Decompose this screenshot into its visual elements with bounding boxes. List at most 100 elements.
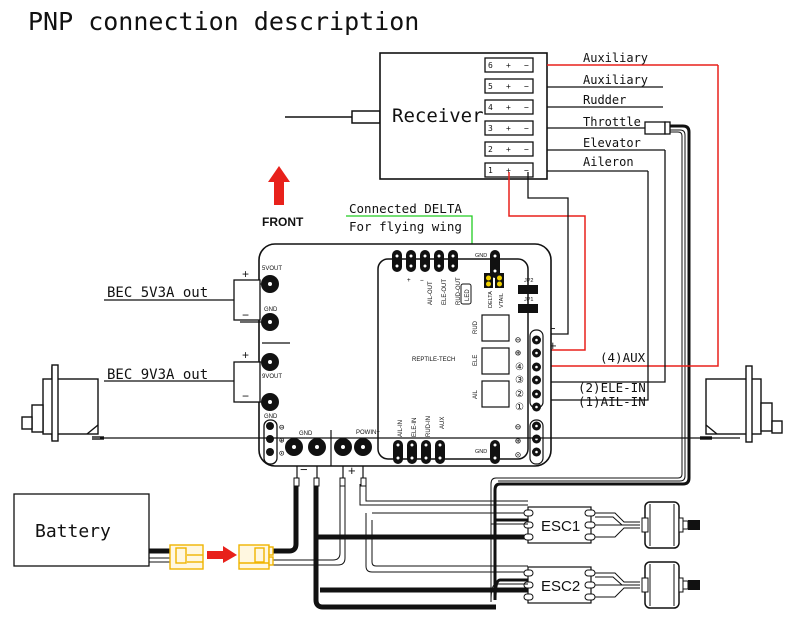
label-5vout: 5VOUT [262,266,282,272]
label-jp2: JP2 [524,278,533,284]
throttle-cable [490,124,691,602]
esc-2: ESC2 [523,566,640,604]
bottom-pin-0[interactable] [393,440,403,464]
board-brand: REPTILE-TECH [412,357,455,363]
receiver-port-2[interactable]: 2 + − [484,141,534,157]
aileron-signal-wire [532,171,649,401]
receiver-box [379,52,548,180]
gyro-ail [481,380,510,408]
aux-signal-wire [532,65,719,367]
top-pin-minus: − [420,277,424,284]
port-minus: − [524,145,529,154]
label-gnd-bottom: GND [475,449,487,455]
top-pin-3[interactable] [434,250,444,272]
right-symbol-signal-b: ⊙ [515,450,521,461]
right-symbol-plus-b: ⊕ [515,436,521,447]
port-number: 6 [488,61,493,70]
port-plus: + [506,103,511,112]
pad-powin-b-hole [361,445,365,449]
left-header-minus: ⊖ [279,423,284,433]
gyro-rud [481,314,510,342]
label-rud-in: RUD-IN [426,416,432,437]
bottom-pin-2[interactable] [421,440,431,464]
power-wiring: − + [273,462,528,610]
esc-body [527,506,592,544]
right-symbol-0: ⊖ [515,335,521,346]
label-aux: AUX [440,417,446,429]
label-delta: DELTA [488,291,494,308]
right-symbol-minus-b: ⊖ [515,422,521,433]
pad-gnd-2-hole [268,400,272,404]
gyro-ele-label: ELE [473,355,479,366]
bec-outputs: BEC 5V3A out + − BEC 9V3A out + − [104,267,261,403]
label-ail-out: AIL-OUT [428,281,434,305]
receiver-port-4[interactable]: 4+− [484,99,534,115]
input-label-aux: (4)AUX [600,350,646,365]
label-gnd-3: GND [299,431,313,437]
battery: Battery [13,493,274,570]
receiver-port-5[interactable]: 5+− [484,78,534,94]
pad-gnd-a-hole [292,445,296,449]
left-header-signal: ⊙ [279,449,284,459]
gyro-ail-label: AIL [473,389,479,399]
jp2-header[interactable] [518,285,538,294]
bottom-pin-1[interactable] [407,440,417,464]
esc-1: ESC1 [523,506,640,544]
port-minus: − [524,61,529,70]
rx-plus-sign: + [549,338,557,353]
top-pin-4[interactable] [448,250,458,272]
port-number: 5 [488,82,493,91]
receiver-port-3[interactable]: 3+− [484,120,534,136]
bottom-pin-3[interactable] [435,440,445,464]
bec5-minus: − [242,308,249,322]
right-symbol-5: ① [515,402,524,413]
port-plus: + [506,124,511,133]
battery-label: Battery [35,521,111,542]
status-led [460,283,472,305]
right-symbol-1: ⊕ [515,348,521,359]
top-pin-1[interactable] [406,250,416,272]
page-title: PNP connection description [28,7,419,36]
pad-9vout-hole [268,360,272,364]
servo-left [21,364,104,442]
port-minus: − [524,166,529,175]
antenna-plug [351,110,381,124]
battery-box [13,493,150,567]
port-minus: − [524,82,529,91]
front-label: FRONT [262,215,304,229]
port-plus: + [506,145,511,154]
xt60-female-connector[interactable] [238,544,274,570]
top-pin-0[interactable] [392,250,402,272]
bec9-label: BEC 9V3A out [107,367,208,383]
receiver-port-6[interactable]: 6+− [484,57,534,73]
channel-label-3: Throttle [583,115,641,129]
port-plus: + [506,166,511,175]
port-number: 2 [488,145,493,154]
bec9-bracket [233,361,261,403]
label-vtail: VTAIL [499,293,505,308]
gnd-bottom-pin[interactable] [490,440,500,464]
gyro-ele [481,347,510,375]
left-header-plus: ⊕ [279,436,284,446]
label-rud-out: RUD-OUT [456,277,462,305]
jp1-header[interactable] [518,304,538,313]
xt60-male-connector[interactable] [169,544,204,570]
right-symbol-4: ② [515,389,524,400]
esc-label: ESC2 [541,578,580,595]
connect-arrow-icon [207,546,237,563]
top-pin-2[interactable] [420,250,430,272]
label-ele-out: ELE-OUT [442,279,448,305]
label-9vout: 9VOUT [262,374,282,380]
rx-power-minus-wire [527,172,569,335]
label-ail-in: AIL-IN [398,420,404,437]
pad-5vout-hole [268,282,272,286]
motor-1 [641,501,700,549]
gnd-top-pin[interactable] [490,250,500,278]
bec5-label: BEC 5V3A out [107,285,208,301]
label-gnd-top: GND [475,253,487,259]
esc-label: ESC1 [541,518,580,535]
input-label-ail: (1)AIL-IN [578,394,646,409]
label-gnd-2: GND [264,414,278,420]
channel-label-6: Auxiliary [583,51,648,65]
right-symbol-3: ③ [515,375,524,386]
